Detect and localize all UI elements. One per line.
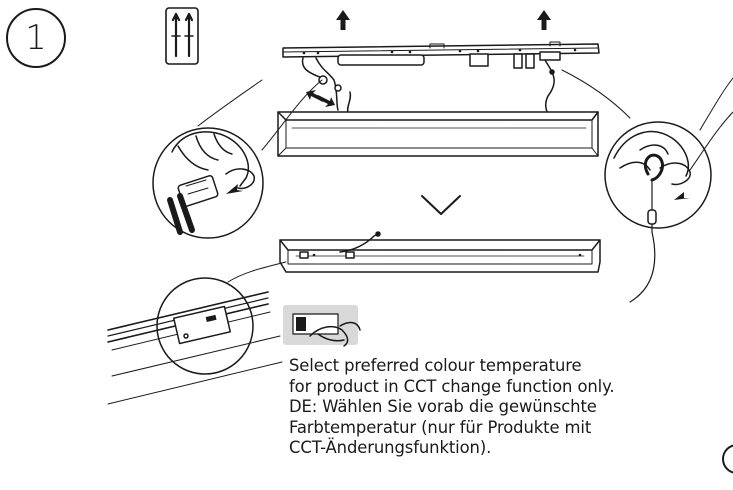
mounting-rail [282, 41, 600, 69]
instruction-line: CCT-Änderungsfunktion). [289, 438, 492, 457]
screw-anchor-icon [165, 7, 199, 65]
step-number-badge: 1 [6, 8, 66, 68]
connection-cables [301, 57, 555, 115]
up-arrow-icon [537, 10, 551, 30]
safety-cable-magnifier [561, 69, 733, 303]
instruction-text: Select preferred colour temperature for … [289, 356, 729, 459]
luminaire-assembled [279, 231, 601, 273]
double-arrow-icon [306, 90, 335, 107]
instruction-line: Select preferred colour temperature [289, 356, 582, 375]
cct-switch-panel [283, 305, 361, 347]
connector-magnifier [152, 79, 323, 239]
cct-switch-magnifier [107, 261, 287, 405]
instruction-line: for product in CCT change function only. [289, 376, 615, 396]
step-number: 1 [25, 18, 47, 58]
instruction-line: Farbtemperatur (nur für Produkte mit [289, 417, 592, 437]
up-arrow-icon [336, 10, 350, 30]
luminaire-body [277, 111, 599, 157]
chevron-down-icon [421, 195, 461, 215]
instruction-line: DE: Wählen Sie vorab die gewünschte [289, 397, 597, 416]
